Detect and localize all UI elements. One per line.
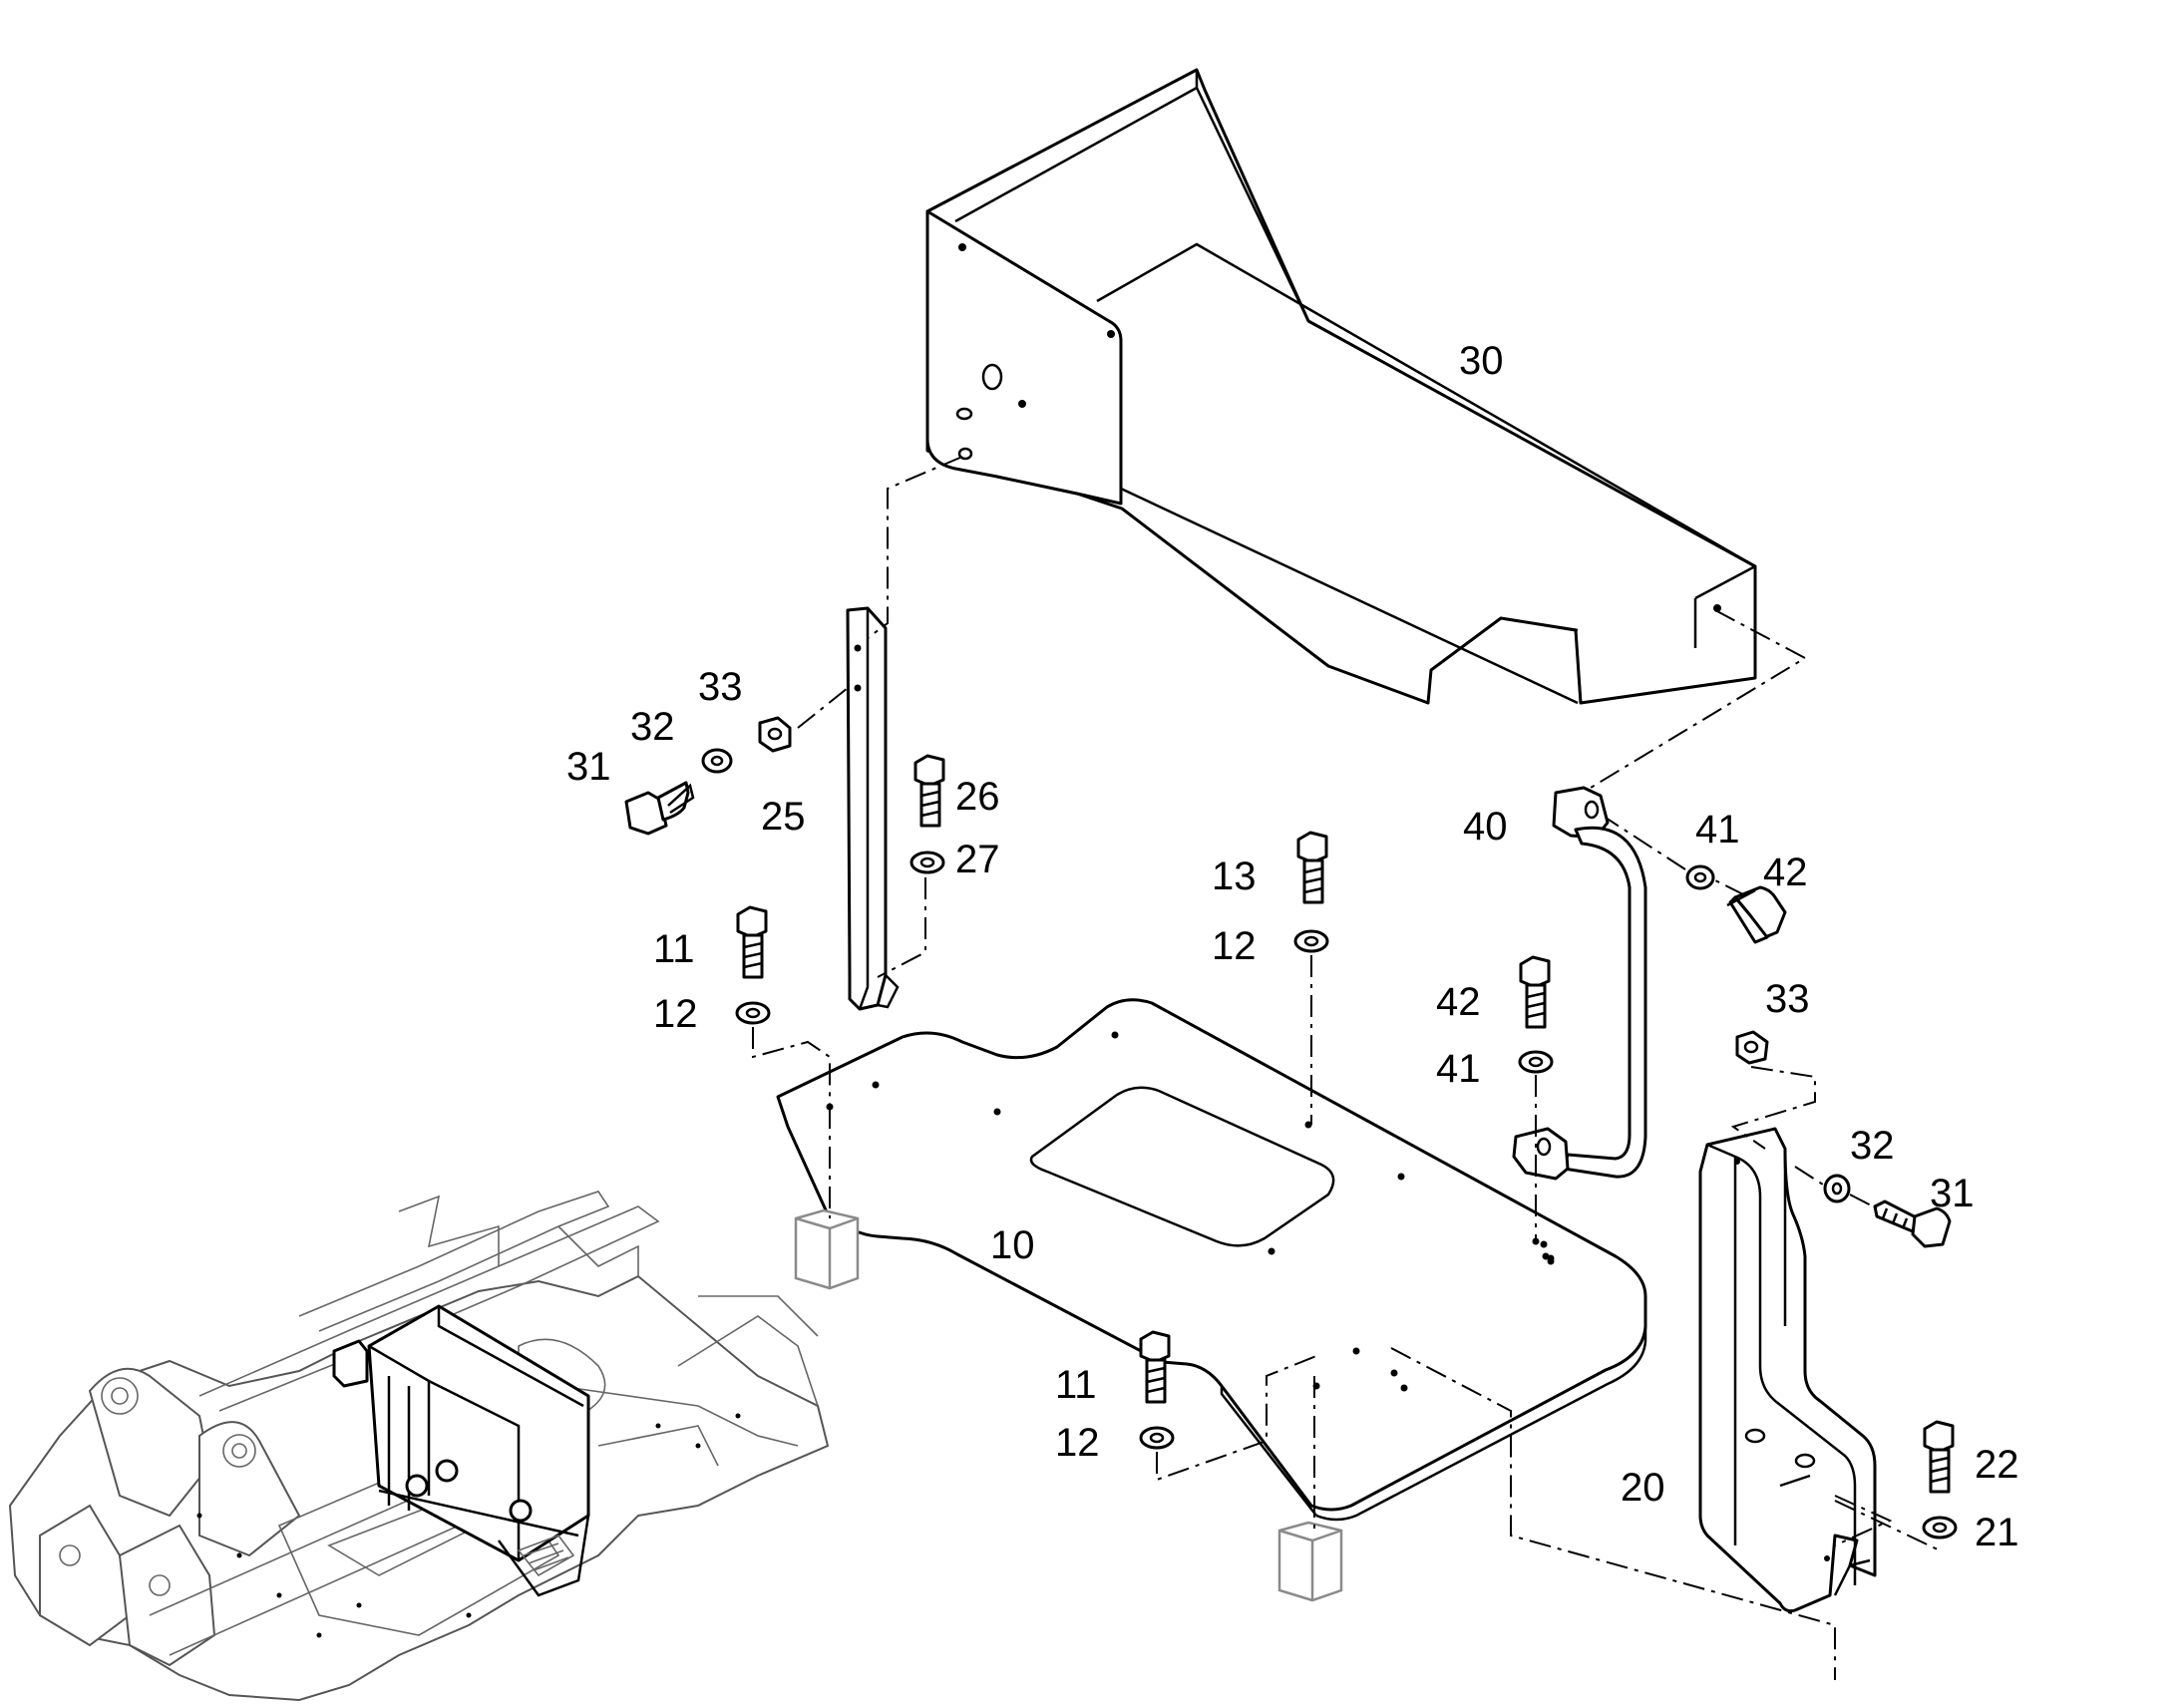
label-33-right: 33 <box>1765 977 1810 1021</box>
label-27: 27 <box>955 838 1000 881</box>
label-26: 26 <box>955 775 1000 819</box>
label-12-left: 12 <box>653 992 698 1036</box>
label-42-upper: 42 <box>1763 851 1808 894</box>
washer-41-middle <box>1518 1050 1554 1074</box>
label-11-left: 11 <box>653 927 695 971</box>
bolt-42-upper <box>1726 885 1787 944</box>
bolt-22 <box>1923 1420 1955 1494</box>
washer-41-upper <box>1685 864 1715 890</box>
washer-27 <box>909 851 945 874</box>
rubber-mount-right <box>1277 1521 1343 1602</box>
label-20: 20 <box>1621 1466 1665 1510</box>
part-30-battery-box <box>925 68 1757 705</box>
washer-12-left <box>735 1001 771 1025</box>
part-10-base-plate <box>776 998 1647 1522</box>
label-10: 10 <box>990 1223 1035 1267</box>
label-21: 21 <box>1975 1511 2019 1554</box>
washer-21 <box>1922 1516 1958 1539</box>
label-25: 25 <box>761 795 806 839</box>
bolt-26 <box>913 754 945 828</box>
washer-32-left <box>701 748 733 774</box>
label-32-right: 32 <box>1850 1124 1895 1168</box>
washer-32-right <box>1823 1174 1851 1203</box>
part-40-cable-guide <box>1512 786 1647 1181</box>
assembly-centerlines <box>752 456 1941 1680</box>
washer-12-bottom <box>1139 1426 1175 1450</box>
part-25-hold-down-strap <box>846 606 900 1011</box>
label-12-center: 12 <box>1212 924 1257 968</box>
machine-frame-inset <box>8 1191 830 1702</box>
part-labels: 30 33 32 31 25 26 27 13 12 40 41 42 11 1… <box>566 339 2019 1554</box>
bolt-11-bottom <box>1139 1330 1171 1404</box>
label-33-left: 33 <box>698 665 743 709</box>
label-12-bottom: 12 <box>1055 1421 1100 1465</box>
label-13: 13 <box>1212 854 1257 898</box>
label-40: 40 <box>1463 805 1508 849</box>
nut-33-right <box>1735 1030 1769 1065</box>
label-31-right: 31 <box>1930 1172 1975 1215</box>
label-30: 30 <box>1459 339 1504 383</box>
label-11-bottom: 11 <box>1055 1363 1097 1407</box>
washer-12-center <box>1293 929 1329 953</box>
bolt-42-middle <box>1519 955 1551 1029</box>
bolt-31-right <box>1873 1199 1952 1248</box>
label-32-left: 32 <box>630 705 675 749</box>
bolt-11-left <box>736 905 768 979</box>
label-41-upper: 41 <box>1695 808 1740 852</box>
bolt-31-left <box>624 781 695 836</box>
nut-33-left <box>758 716 792 753</box>
label-42-middle: 42 <box>1436 980 1481 1024</box>
part-20-side-bracket <box>1698 1127 1877 1613</box>
rubber-mount-left <box>794 1208 860 1290</box>
label-22: 22 <box>1975 1443 2019 1487</box>
bolt-13 <box>1296 831 1328 904</box>
label-41-middle: 41 <box>1436 1047 1481 1091</box>
label-31-left: 31 <box>566 745 611 789</box>
